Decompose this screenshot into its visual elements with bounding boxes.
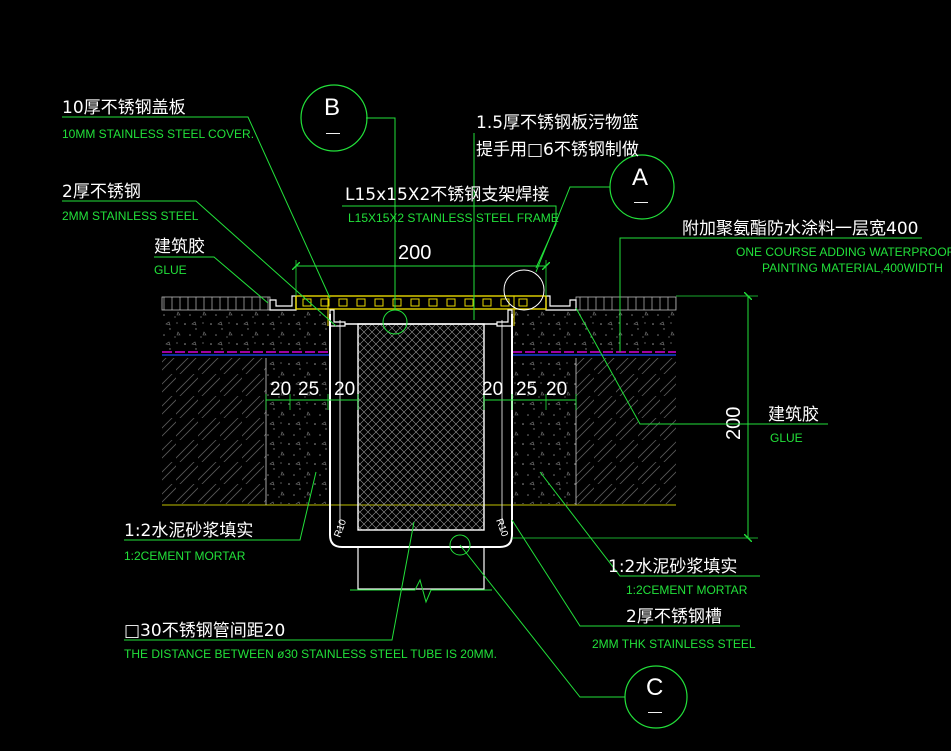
cover-bars	[302, 298, 528, 307]
callout-b: B —	[300, 84, 368, 152]
break-line	[350, 578, 492, 604]
callout-b-sub: —	[326, 124, 340, 140]
frame-left	[269, 295, 297, 311]
label-tube-en: THE DISTANCE BETWEEN ø30 STAINLESS STEEL…	[124, 647, 497, 661]
cover-assembly	[269, 295, 577, 327]
callout-c-sub: —	[648, 703, 662, 719]
detail-circle-c-target	[449, 534, 471, 556]
callout-b-letter: B	[324, 94, 340, 121]
callout-a-letter: A	[632, 164, 648, 191]
dim-left-25: 25	[298, 379, 319, 400]
dim-left-20a: 20	[270, 379, 291, 400]
label-mortar-left-cn: 1:2水泥砂浆填实	[124, 521, 253, 541]
outlet-pipe	[357, 546, 485, 590]
label-trough-en: 2MM THK STAINLESS STEEL	[592, 637, 756, 651]
support-angle-left	[329, 309, 346, 327]
dimensions: 200 200 20 25 20 20 25 20	[265, 242, 758, 538]
label-mortar-right-en: 1:2CEMENT MORTAR	[626, 583, 748, 597]
label-trough-cn: 2厚不锈钢槽	[626, 607, 722, 627]
dim-right-20b: 20	[546, 379, 567, 400]
label-cover-cn: 10厚不锈钢盖板	[62, 98, 186, 118]
floor-tile-left	[161, 296, 271, 311]
label-frame-en: L15X15X2 STAINLESS STEEL FRAME	[348, 211, 559, 225]
radius-right-label: R10	[493, 517, 510, 538]
structure	[161, 296, 677, 506]
dim-right-25: 25	[516, 379, 537, 400]
label-mortar-right-cn: 1:2水泥砂浆填实	[608, 557, 737, 577]
label-mortar-left-en: 1:2CEMENT MORTAR	[124, 549, 246, 563]
label-ss2-en: 2MM STAINLESS STEEL	[62, 209, 199, 223]
dim-right-text: 200	[723, 407, 745, 440]
callout-a-sub: —	[634, 193, 648, 209]
label-tube-cn: □30不锈钢管间距20	[124, 621, 285, 641]
label-cover-en: 10MM STAINLESS STEEL COVER.	[62, 127, 254, 141]
label-glue-left-cn: 建筑胶	[154, 237, 205, 257]
label-waterproof-en-2: PAINTING MATERIAL,400WIDTH	[762, 261, 943, 275]
label-waterproof-cn: 附加聚氨酯防水涂料一层宽400	[682, 219, 918, 239]
labels: 10厚不锈钢盖板 10MM STAINLESS STEEL COVER. 2厚不…	[62, 98, 951, 661]
label-basket-cn-2: 提手用□6不锈钢制做	[476, 140, 639, 160]
support-angle-right	[496, 309, 513, 327]
callout-c-letter: C	[646, 674, 663, 701]
mortar-fill-right	[512, 358, 576, 504]
mortar-fill-left	[266, 358, 328, 504]
label-glue-left-en: GLUE	[154, 263, 187, 277]
label-glue-right-en: GLUE	[770, 431, 803, 445]
radius-left-label: R10	[332, 518, 349, 539]
leaders	[62, 116, 922, 698]
label-basket-cn-1: 1.5厚不锈钢板污物篮	[476, 113, 639, 133]
dim-left-20b: 20	[334, 379, 355, 400]
callout-a: A —	[609, 154, 675, 220]
frame-right	[545, 295, 577, 311]
screed-left	[162, 311, 328, 351]
slab-right	[576, 358, 676, 504]
floor-tile-right	[575, 296, 677, 311]
trough: R10 R10	[329, 314, 513, 604]
slab-left	[162, 358, 266, 504]
dim-top-text: 200	[398, 242, 431, 264]
label-glue-right-cn: 建筑胶	[768, 405, 819, 425]
cover-plate	[295, 295, 547, 310]
label-ss2-cn: 2厚不锈钢	[62, 182, 141, 202]
dirt-basket	[357, 323, 485, 531]
label-frame-cn: L15x15X2不锈钢支架焊接	[345, 185, 549, 205]
dim-right-20a: 20	[482, 379, 503, 400]
detail-circle-a-target	[503, 269, 545, 311]
callout-c: C —	[624, 665, 688, 729]
label-waterproof-en-1: ONE COURSE ADDING WATERPROOF	[736, 245, 951, 259]
screed-right	[512, 311, 676, 351]
